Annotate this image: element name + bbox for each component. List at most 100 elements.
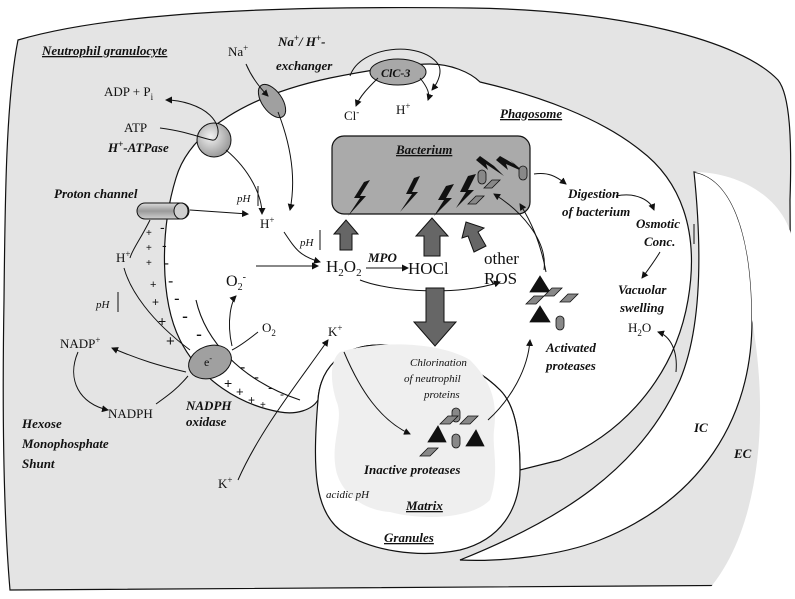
exchanger-label-2: exchanger — [276, 58, 333, 73]
svg-text:-: - — [168, 273, 173, 290]
clc3-label: ClC-3 — [381, 66, 410, 80]
chlorination-label-3: proteins — [423, 389, 460, 401]
nadph-to-nadp-arrow — [111, 347, 187, 373]
ph-label-3: pH — [95, 299, 111, 311]
bacterium — [331, 135, 531, 215]
atp-arrow — [159, 96, 219, 141]
svg-text:-: - — [280, 387, 284, 401]
acidic-ph-label: acidic pH — [326, 489, 370, 501]
electron-label: e- — [204, 354, 212, 369]
phagosome — [163, 63, 693, 471]
svg-text:+: + — [146, 228, 152, 239]
proton-channel-in-arrow — [129, 219, 151, 259]
ec-label: EC — [733, 446, 752, 461]
digestion-label-2: of bacterium — [562, 204, 630, 219]
bacterium-proteases — [467, 165, 528, 205]
svg-text:+: + — [260, 400, 266, 411]
hexose-label-1: Hexose — [21, 416, 62, 431]
neutrophil-label: Neutrophil granulocyte — [41, 43, 168, 58]
svg-text:+: + — [166, 333, 175, 350]
svg-text:+: + — [150, 279, 156, 291]
na-arrow — [245, 63, 269, 97]
h-to-h2o2-arrow — [283, 231, 321, 264]
h2o2-label: H2O2 — [326, 257, 362, 279]
hexose-label-2: Monophosphate — [21, 436, 109, 451]
activation-arrow — [487, 339, 534, 421]
hocl-label: HOCl — [408, 259, 449, 278]
svg-text:+: + — [158, 313, 166, 329]
hexose-loop-arrow — [73, 351, 109, 413]
vacuolar-label-1: Vacuolar — [618, 282, 667, 297]
nadph-label: NADPH — [108, 406, 153, 421]
k-to-granule-arrow — [343, 351, 411, 435]
other-label: other — [484, 249, 519, 268]
phagosome-label: Phagosome — [500, 106, 562, 121]
extracellular-space — [459, 171, 753, 561]
granules-label: Granules — [384, 530, 434, 545]
svg-text:-: - — [162, 237, 167, 253]
proton-channel-label: Proton channel — [54, 186, 138, 201]
atp-label: ATP — [124, 120, 147, 135]
cl-arrow — [354, 77, 379, 107]
nadph-oxidase-label-1: NADPH — [185, 398, 232, 413]
ph-label-1: pH — [236, 193, 252, 205]
svg-text:-: - — [268, 379, 273, 395]
k-outside-label: K+ — [218, 475, 232, 491]
inactive-protease-group — [419, 407, 485, 457]
svg-text:+: + — [146, 243, 152, 254]
proton-channel — [136, 202, 190, 220]
water-label: H2O — [628, 320, 651, 338]
h-left-label: H+ — [116, 249, 130, 265]
digestion-to-osmotic-arrow — [615, 194, 656, 211]
k-inside-label: K+ — [328, 323, 342, 339]
svg-text:-: - — [182, 306, 188, 326]
osmotic-to-vacuolar-arrow — [641, 251, 661, 279]
o2-in-arrow — [231, 331, 259, 351]
nadph-oxidase-label-2: oxidase — [186, 414, 227, 429]
bacterium-label: Bacterium — [395, 142, 452, 157]
activated-to-bacterium-arrow-2 — [519, 203, 547, 273]
svg-text:+: + — [224, 375, 232, 391]
water-in-arrow — [657, 330, 677, 373]
na-h-arrow — [277, 111, 295, 211]
h-clc3-arrow — [419, 77, 434, 101]
nadph-oxidase — [188, 344, 232, 380]
vacuolar-label-2: swelling — [619, 300, 665, 315]
ic-label: IC — [693, 420, 708, 435]
ph-label-2: pH — [299, 237, 315, 249]
chlorination-label-2: of neutrophil — [404, 373, 461, 385]
clc3-channel — [369, 58, 427, 86]
mpo-label: MPO — [367, 250, 398, 265]
ec-region — [694, 172, 795, 599]
activated-to-bacterium-arrow — [493, 193, 545, 271]
digestion-label-1: Digestion — [567, 186, 619, 201]
svg-text:-: - — [174, 289, 180, 308]
na-label: Na+ — [228, 43, 248, 59]
exchanger-label-1: Na+/ H+- — [277, 33, 326, 49]
adp-label: ADP + Pi — [104, 84, 154, 102]
svg-text:-: - — [254, 369, 259, 386]
svg-text:-: - — [164, 255, 169, 272]
inactive-proteases-label: Inactive proteases — [363, 462, 460, 477]
h-left-arrow — [123, 267, 191, 351]
svg-text:+: + — [236, 384, 244, 399]
nadp-label: NADP+ — [60, 335, 100, 351]
matrix-label: Matrix — [405, 498, 443, 513]
matrix — [331, 344, 496, 517]
o2-reduction-arrow — [229, 295, 237, 347]
clc3-loop-arrow — [349, 48, 441, 91]
activated-protease-group — [525, 275, 579, 331]
chlorination-label-1: Chlorination — [410, 357, 467, 369]
chlorination-arrow — [412, 287, 458, 347]
svg-text:-: - — [240, 359, 245, 376]
svg-text:+: + — [248, 393, 255, 407]
osmotic-label-1: Osmotic — [636, 216, 680, 231]
oxidant-attack-arrows — [332, 217, 487, 257]
svg-text:-: - — [196, 324, 202, 344]
proton-channel-arrow — [189, 209, 249, 218]
svg-text:+: + — [152, 295, 159, 309]
nadph-in-arrow — [155, 375, 189, 405]
cl-label: Cl- — [344, 107, 359, 123]
h-clc3-label: H+ — [396, 101, 410, 117]
